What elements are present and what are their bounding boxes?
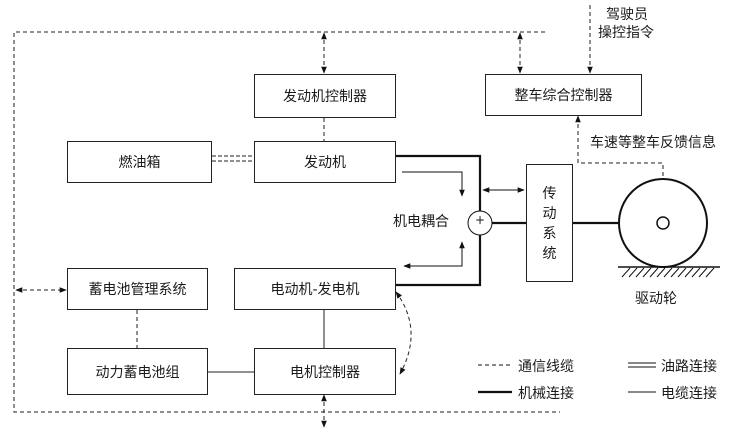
engine-controller-label: 发动机控制器	[283, 89, 367, 105]
flow-motor-arrow	[403, 241, 465, 269]
legend-cable-label: 电缆连接	[661, 386, 717, 402]
comm-motor-controller	[395, 291, 412, 375]
legend-communication-label: 通信线缆	[518, 359, 574, 375]
transmission-char: 系	[542, 226, 557, 242]
coupling-circle	[467, 210, 493, 236]
vehicle-controller-block: 整车综合控制器	[485, 74, 642, 116]
drive-wheel-label: 驱动轮	[635, 291, 677, 307]
fuel-tank-block: 燃油箱	[67, 141, 212, 183]
motor-generator-block: 电动机-发电机	[234, 268, 396, 310]
legend-oil-label: 油路连接	[661, 359, 717, 375]
transmission-char: 动	[542, 206, 557, 222]
oil-connection	[212, 155, 254, 162]
engine-block: 发动机	[254, 141, 396, 183]
mech-engine-coupling	[396, 154, 482, 212]
battery-management-block: 蓄电池管理系统	[67, 268, 208, 310]
battery-pack-label: 动力蓄电池组	[95, 364, 180, 381]
coupling-label: 机电耦合	[393, 214, 449, 230]
comm-top-line	[13, 31, 560, 413]
legend-mechanical-label: 机械连接	[518, 386, 574, 402]
flow-engine-arrow	[402, 171, 465, 197]
transmission-block: 传 动 系 统	[526, 164, 573, 282]
battery-pack-block: 动力蓄电池组	[67, 348, 208, 395]
mech-motor-coupling	[396, 234, 482, 287]
transmission-char: 统	[542, 246, 557, 262]
fuel-tank-label: 燃油箱	[118, 155, 161, 171]
motor-controller-label: 电机控制器	[290, 364, 360, 381]
motor-controller-block: 电机控制器	[254, 348, 396, 395]
vehicle-controller-label: 整车综合控制器	[514, 88, 613, 104]
battery-management-label: 蓄电池管理系统	[88, 282, 187, 298]
driver-label-line1: 驾驶员	[606, 7, 648, 23]
engine-label: 发动机	[304, 155, 346, 171]
power-flow-arrows	[402, 171, 525, 269]
drive-wheel-icon	[618, 178, 720, 278]
transmission-char: 传	[542, 186, 557, 202]
motor-generator-label: 电动机-发电机	[270, 282, 360, 298]
coupling-plus-sign: +	[475, 213, 486, 227]
legend-symbols	[478, 362, 656, 394]
driver-label-line2: 操控指令	[598, 25, 654, 41]
engine-controller-block: 发动机控制器	[254, 74, 396, 118]
electric-cables	[208, 310, 325, 373]
feedback-label: 车速等整车反馈信息	[590, 135, 716, 151]
driver-command-label: 驾驶员 操控指令	[598, 6, 654, 42]
